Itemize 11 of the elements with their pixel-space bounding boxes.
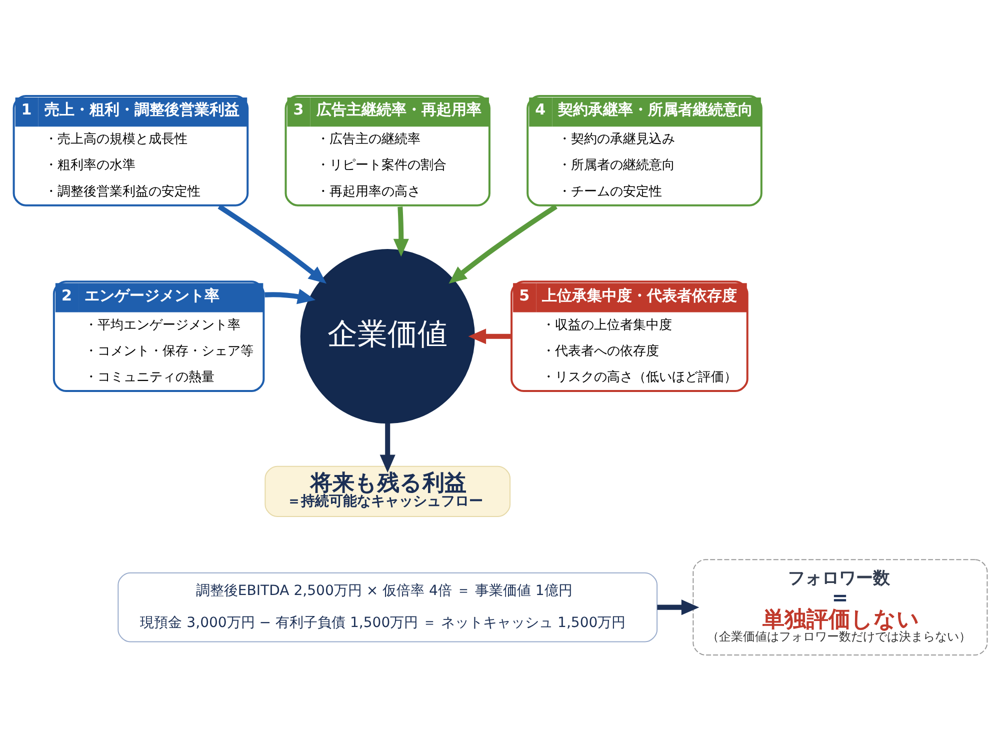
arrow	[380, 423, 396, 473]
node-box: フォロワー数 ＝ 単独評価しない （企業価値はフォロワー数だけでは決まらない）	[692, 559, 988, 656]
arrow	[218, 204, 326, 284]
arrow	[448, 204, 558, 284]
arrow	[264, 288, 316, 304]
arrow	[393, 206, 409, 257]
node-circle: 企業価値	[300, 249, 475, 424]
node-box: 将来も残る利益 ＝持続可能なキャッシュフロー	[264, 466, 511, 517]
arrow	[468, 328, 511, 344]
arrow	[657, 600, 700, 616]
node-box: 調整後EBITDA 2,500万円 × 仮倍率 4倍 ＝ 事業価値 1億円 現預金 3,000万円 − 有利子負債 1,500万円 ＝ ネットキャッシュ 1,500万円	[118, 572, 658, 642]
